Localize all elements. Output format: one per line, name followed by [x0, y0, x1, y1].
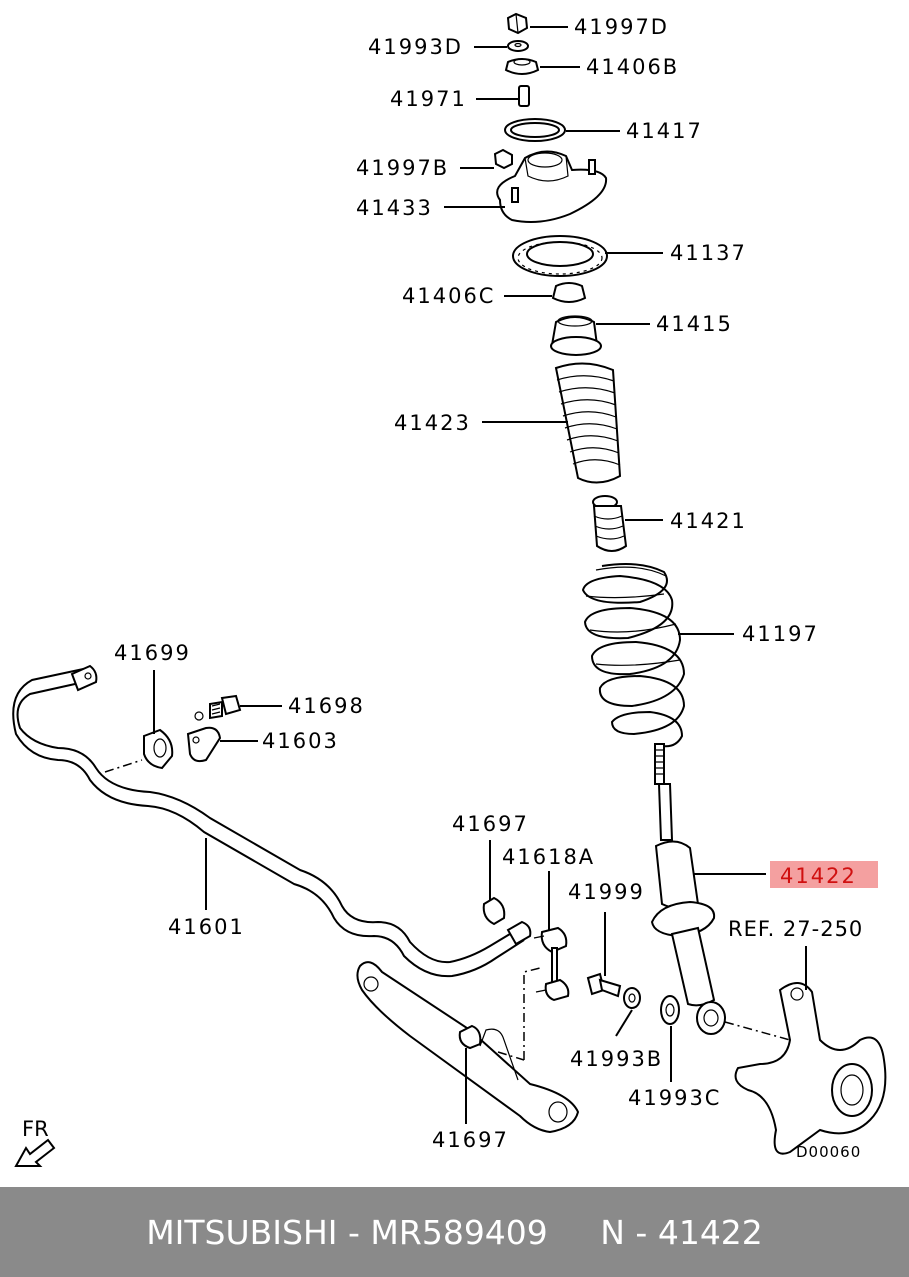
- collar-41971[interactable]: [518, 85, 530, 107]
- steering-knuckle[interactable]: [734, 982, 887, 1155]
- nut-41997B[interactable]: [493, 148, 513, 170]
- footer-brand: MITSUBISHI: [146, 1212, 338, 1252]
- label-41406B[interactable]: 41406B: [586, 55, 679, 79]
- label-41993B[interactable]: 41993B: [570, 1047, 663, 1071]
- knuckle-ref-line: [724, 1021, 791, 1041]
- bar-center-line: [104, 759, 143, 773]
- label-41618A[interactable]: 41618A: [502, 845, 595, 869]
- highlight-41422: [770, 861, 878, 888]
- label-41433[interactable]: 41433: [356, 196, 433, 220]
- label-41699[interactable]: 41699: [114, 641, 191, 665]
- bump-stopper-41421[interactable]: [592, 495, 628, 552]
- bushing-41699[interactable]: [143, 728, 174, 770]
- link-mount-line-2: [497, 1051, 525, 1061]
- label-ref-27-250[interactable]: REF. 27-250: [728, 917, 863, 941]
- washer-41993B[interactable]: [623, 987, 641, 1009]
- footer-gap: [548, 1213, 600, 1252]
- washer-41993D[interactable]: [507, 40, 529, 52]
- front-direction-arrow: [14, 1138, 56, 1167]
- footer-bar: MITSUBISHI - MR589409 N - 41422: [0, 1187, 909, 1277]
- footer-position: N - 41422: [600, 1212, 763, 1252]
- bushing-41697-upper[interactable]: [482, 896, 506, 926]
- bearing-41137[interactable]: [512, 235, 608, 277]
- label-41421[interactable]: 41421: [670, 509, 747, 533]
- label-41993D[interactable]: 41993D: [368, 35, 463, 59]
- label-41417[interactable]: 41417: [626, 119, 703, 143]
- label-41999[interactable]: 41999: [568, 880, 645, 904]
- nut-41997D[interactable]: [506, 12, 529, 35]
- strut-mount-41433[interactable]: [496, 150, 608, 223]
- label-41698[interactable]: 41698: [288, 694, 365, 718]
- label-41697-lower[interactable]: 41697: [432, 1128, 509, 1152]
- label-41697-upper[interactable]: 41697: [452, 812, 529, 836]
- diagram-code: D00060: [796, 1143, 861, 1161]
- label-41603[interactable]: 41603: [262, 729, 339, 753]
- stabilizer-link-41618A[interactable]: [533, 926, 570, 1002]
- label-41422[interactable]: 41422: [780, 864, 857, 888]
- washer-41993C[interactable]: [660, 995, 680, 1025]
- coil-spring-41197[interactable]: [581, 563, 686, 748]
- label-41997B[interactable]: 41997B: [356, 156, 449, 180]
- leader-lines: [153, 26, 807, 1124]
- label-41601[interactable]: 41601: [168, 915, 245, 939]
- shock-absorber-41422[interactable]: [650, 743, 726, 1035]
- bolt-41698[interactable]: [209, 694, 242, 720]
- bushing-41406C[interactable]: [551, 282, 587, 303]
- stabilizer-bar-41601[interactable]: [12, 664, 532, 978]
- bushing-41697-lower[interactable]: [458, 1024, 482, 1050]
- label-41993C[interactable]: 41993C: [628, 1086, 721, 1110]
- label-fr: FR: [22, 1117, 49, 1141]
- bracket-41603[interactable]: [186, 711, 222, 763]
- dust-boot-41423[interactable]: [554, 362, 622, 484]
- label-41137[interactable]: 41137: [670, 241, 747, 265]
- label-41997D[interactable]: 41997D: [574, 15, 669, 39]
- bushing-41406B[interactable]: [504, 58, 540, 75]
- ring-41417[interactable]: [504, 118, 566, 142]
- spring-seat-41415[interactable]: [550, 315, 602, 356]
- label-41423[interactable]: 41423: [394, 411, 471, 435]
- suspension-exploded-diagram: 41997D 41993D 41406B 41971 41417 41997B …: [12, 12, 887, 1167]
- label-41415[interactable]: 41415: [656, 312, 733, 336]
- label-41406C[interactable]: 41406C: [402, 284, 495, 308]
- label-41971[interactable]: 41971: [390, 87, 467, 111]
- footer-separator: -: [337, 1212, 371, 1252]
- footer-part-number: MR589409: [370, 1212, 548, 1252]
- label-41197[interactable]: 41197: [742, 622, 819, 646]
- bolt-41999[interactable]: [586, 972, 622, 998]
- link-mount-line: [523, 967, 541, 1060]
